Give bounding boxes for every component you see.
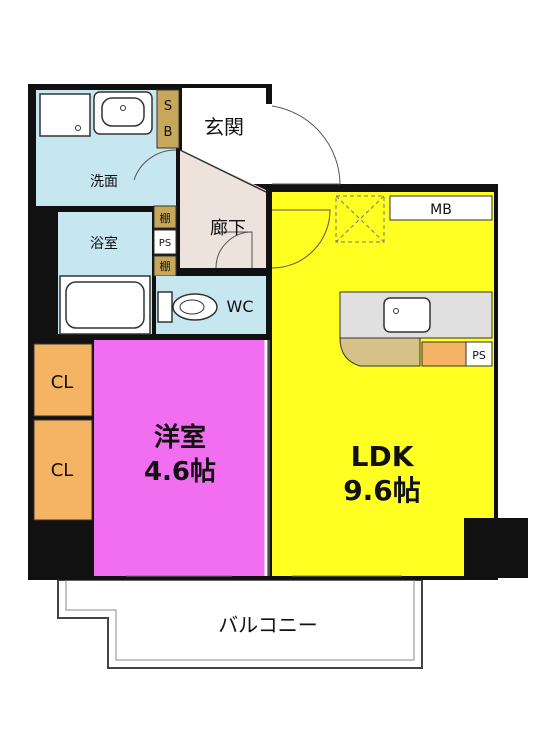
kitchen-counter xyxy=(339,291,493,367)
closet-upper-label: CL xyxy=(51,372,74,393)
western-room-name: 洋室 xyxy=(154,422,206,453)
ldk-room xyxy=(272,192,494,576)
mb-label: MB xyxy=(430,202,452,218)
closet-lower xyxy=(33,419,93,521)
genkan-label: 玄関 xyxy=(204,115,244,139)
toilet-icon xyxy=(157,291,218,323)
ps-left-box xyxy=(153,229,177,255)
sb-label-s: S xyxy=(164,99,172,114)
sb-storage xyxy=(156,89,180,149)
closet-upper xyxy=(33,343,93,417)
ldk-size: 9.6帖 xyxy=(343,474,421,507)
sb-label-b: B xyxy=(164,125,173,140)
mb-box xyxy=(389,195,493,221)
shelf-upper-label: 棚 xyxy=(160,211,171,225)
western-room xyxy=(94,340,266,576)
washroom-label: 洗面 xyxy=(90,174,118,190)
bathtub xyxy=(59,275,151,335)
ldk-notch-wall xyxy=(464,518,494,578)
ps-left-label: PS xyxy=(159,238,171,249)
bathroom-label: 浴室 xyxy=(90,235,118,252)
western-room-size: 4.6帖 xyxy=(144,457,216,487)
balcony-label: バルコニー xyxy=(218,613,318,637)
shelf-lower-label: 棚 xyxy=(160,259,171,273)
hallway-label: 廊下 xyxy=(210,218,246,239)
wash-basin xyxy=(93,91,153,135)
closet-lower-label: CL xyxy=(51,460,74,481)
hallway-room xyxy=(180,150,266,268)
shelf-upper xyxy=(153,205,177,229)
ps-kitchen-label-box xyxy=(465,341,493,367)
ldk-name: LDK xyxy=(351,440,415,473)
entry-hatch xyxy=(335,195,385,243)
shower-square xyxy=(39,93,91,137)
ps-kitchen-label: PS xyxy=(472,349,486,362)
wc-label: WC xyxy=(227,297,254,316)
ps-kitchen-box xyxy=(421,341,467,367)
entrance-door xyxy=(266,104,341,185)
